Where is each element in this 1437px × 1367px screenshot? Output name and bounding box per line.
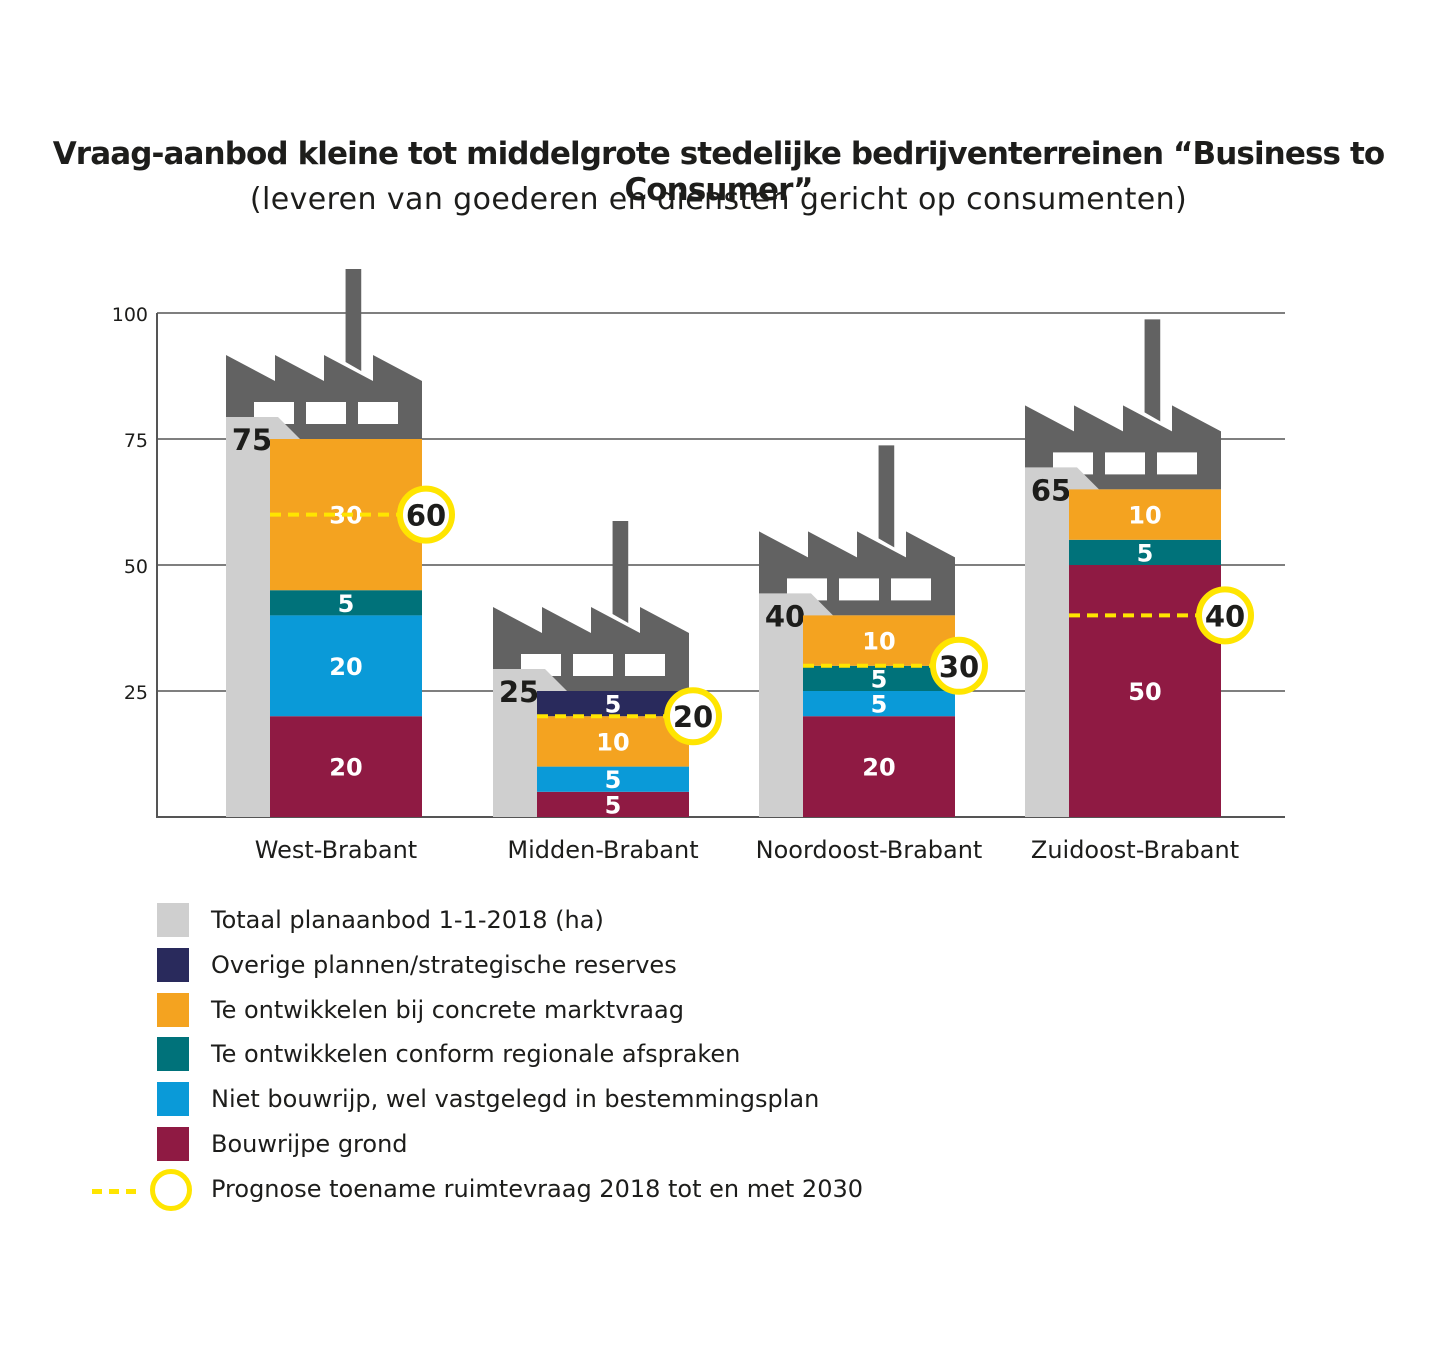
factory-chimney-0 [345,269,362,371]
value-label-overige-1: 5 [605,691,622,719]
chart-title: Vraag-aanbod kleine tot middelgrote sted… [52,136,1385,208]
prognose-label-3: 40 [1205,599,1245,633]
prognose-label-1: 20 [673,700,713,734]
factory-chimney-3 [1144,319,1161,422]
factory-window-3-2 [1157,452,1197,475]
bar-regionaal-0 [270,590,422,616]
factory-window-2-2 [891,578,931,601]
factory-window-1-1 [573,654,613,676]
bar-markt-3 [1069,489,1221,540]
factory-window-3-1 [1105,452,1145,475]
value-label-nietbouwrijp-2: 5 [871,691,888,719]
factory-window-0-1 [306,402,346,424]
prognose-label-2: 30 [939,650,979,684]
y-tick-label-100: 100 [112,304,148,326]
value-label-markt-2: 10 [862,628,895,656]
prognose-ring-3 [1196,586,1254,645]
bar-bouwrijp-3 [1069,565,1221,817]
value-label-nietbouwrijp-1: 5 [605,766,622,794]
bar-markt-2 [803,615,955,666]
x-tick-label-1: Midden-Brabant [507,836,698,864]
total-label-1: 25 [499,675,539,709]
x-tick-label-2: Noordoost-Brabant [756,836,983,864]
total-label-2: 40 [765,599,805,633]
value-label-regionaal-0: 5 [338,590,355,618]
bar-overige-1 [537,691,689,717]
factory-chimney-2 [878,445,895,548]
prognose-label-0: 60 [406,499,446,533]
bar-bouwrijp-0 [270,716,422,817]
value-label-bouwrijp-1: 5 [605,791,622,819]
prognose-ring-2 [930,636,988,695]
value-label-bouwrijp-2: 20 [862,754,895,782]
factory-window-1-2 [625,654,665,676]
value-label-bouwrijp-3: 50 [1128,678,1161,706]
bar-bouwrijp-2 [803,716,955,817]
bar-total-1 [493,669,567,817]
value-label-nietbouwrijp-0: 20 [329,653,362,681]
prognose-ring-1 [664,687,722,746]
value-label-markt-1: 10 [596,728,629,756]
prognose-ring-0 [397,485,455,544]
y-tick-label-50: 50 [124,556,148,578]
value-label-regionaal-2: 5 [871,665,888,693]
bar-total-3 [1025,467,1099,817]
bar-bouwrijp-1 [537,791,689,817]
y-tick-label-25: 25 [124,682,148,704]
factory-window-0-2 [358,402,398,424]
value-label-markt-3: 10 [1128,502,1161,530]
bar-total-0 [226,417,300,817]
bar-regionaal-2 [803,665,955,691]
bar-markt-1 [537,716,689,767]
x-tick-label-3: Zuidoost-Brabant [1031,836,1239,864]
bar-nietbouwrijp-0 [270,615,422,717]
total-label-0: 75 [232,423,272,457]
chart-subtitle: (leveren van goederen en diensten gerich… [249,182,1188,217]
bar-regionaal-3 [1069,539,1221,565]
bar-total-2 [759,593,833,817]
value-label-regionaal-3: 5 [1137,539,1154,567]
bar-nietbouwrijp-2 [803,691,955,717]
factory-window-2-1 [839,578,879,601]
y-tick-label-75: 75 [124,430,148,452]
x-tick-label-0: West-Brabant [255,836,417,864]
bar-nietbouwrijp-1 [537,766,689,792]
factory-chimney-1 [612,521,629,623]
value-label-bouwrijp-0: 20 [329,754,362,782]
total-label-3: 65 [1031,473,1071,507]
